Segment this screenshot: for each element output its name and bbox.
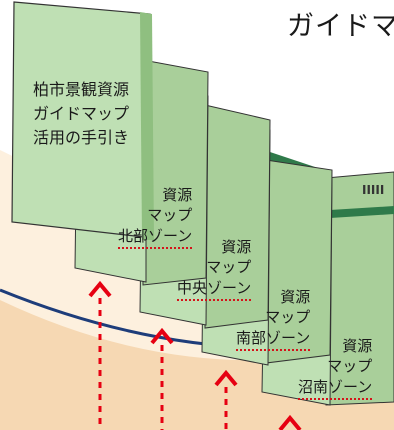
booklet-line-1: 資源 — [221, 238, 252, 256]
booklet-label-south: 資源 マップ 南部ゾーン — [236, 287, 311, 351]
booklet-label-central: 資源 マップ 中央ゾーン — [177, 237, 252, 301]
booklet-line-2: マップ — [327, 357, 373, 376]
arrow-3 — [214, 369, 238, 430]
arrow-4 — [278, 414, 302, 430]
booklet-main — [11, 1, 154, 240]
main-line-3: 活用の手引き — [32, 128, 129, 147]
tick-marks: IIIII — [362, 183, 385, 197]
booklet-line-1: 資源 — [162, 186, 193, 204]
booklet-line-2: マップ — [206, 258, 252, 277]
booklet-line-2: マップ — [265, 308, 311, 327]
arrow-2 — [150, 327, 174, 430]
zone-label-south: 南部ゾーン — [236, 328, 311, 351]
zone-label-central: 中央ゾーン — [177, 278, 252, 301]
arrow-group — [88, 280, 302, 430]
arrow-1 — [88, 280, 112, 430]
zone-label-south-coast: 沼南ゾーン — [298, 377, 373, 400]
zone-label-north: 北部ゾーン — [118, 226, 193, 249]
booklet-label-north: 資源 マップ 北部ゾーン — [118, 185, 193, 249]
booklet-label-south-coast: 資源 マップ 沼南ゾーン — [298, 336, 373, 400]
main-booklet-label: 柏市景観資源 ガイドマップ 活用の手引き — [18, 78, 144, 150]
main-line-2: ガイドマップ — [32, 104, 129, 123]
booklet-line-1: 資源 — [342, 337, 373, 355]
booklet-line-2: マップ — [147, 206, 193, 225]
main-line-1: 柏市景観資源 — [32, 80, 129, 99]
page-title: ガイドマ — [287, 11, 394, 42]
booklet-line-1: 資源 — [280, 288, 311, 306]
